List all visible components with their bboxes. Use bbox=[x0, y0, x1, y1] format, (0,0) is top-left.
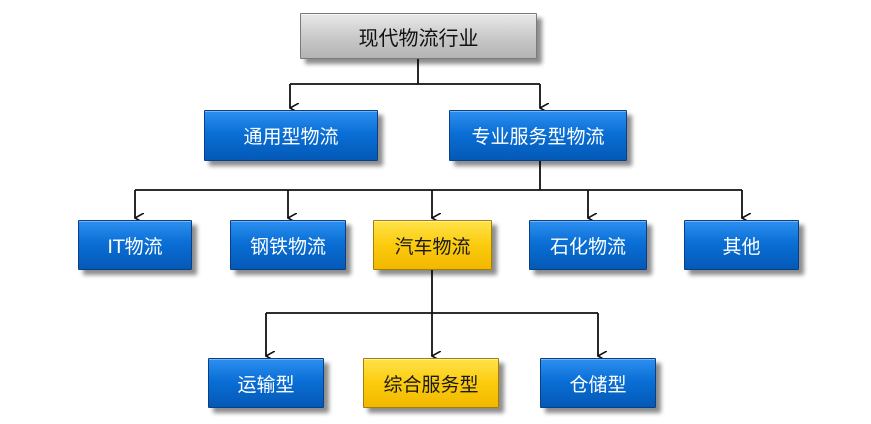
node-modern-logistics-industry: 现代物流行业 bbox=[300, 13, 537, 59]
node-integrated-service-type: 综合服务型 bbox=[363, 358, 499, 408]
node-auto-logistics: 汽车物流 bbox=[373, 220, 492, 270]
node-it-logistics: IT物流 bbox=[78, 220, 192, 270]
node-steel-logistics: 钢铁物流 bbox=[230, 220, 346, 270]
connector-specialized-bus bbox=[135, 160, 742, 191]
connector-auto-bus bbox=[266, 270, 598, 314]
node-specialized-logistics: 专业服务型物流 bbox=[449, 110, 627, 161]
node-other: 其他 bbox=[684, 220, 799, 270]
node-warehouse-type: 仓储型 bbox=[540, 358, 656, 408]
node-petrochemical-logistics: 石化物流 bbox=[529, 220, 647, 270]
node-general-logistics: 通用型物流 bbox=[204, 110, 378, 161]
node-transport-type: 运输型 bbox=[208, 358, 324, 408]
connector-root-bus bbox=[290, 58, 540, 85]
